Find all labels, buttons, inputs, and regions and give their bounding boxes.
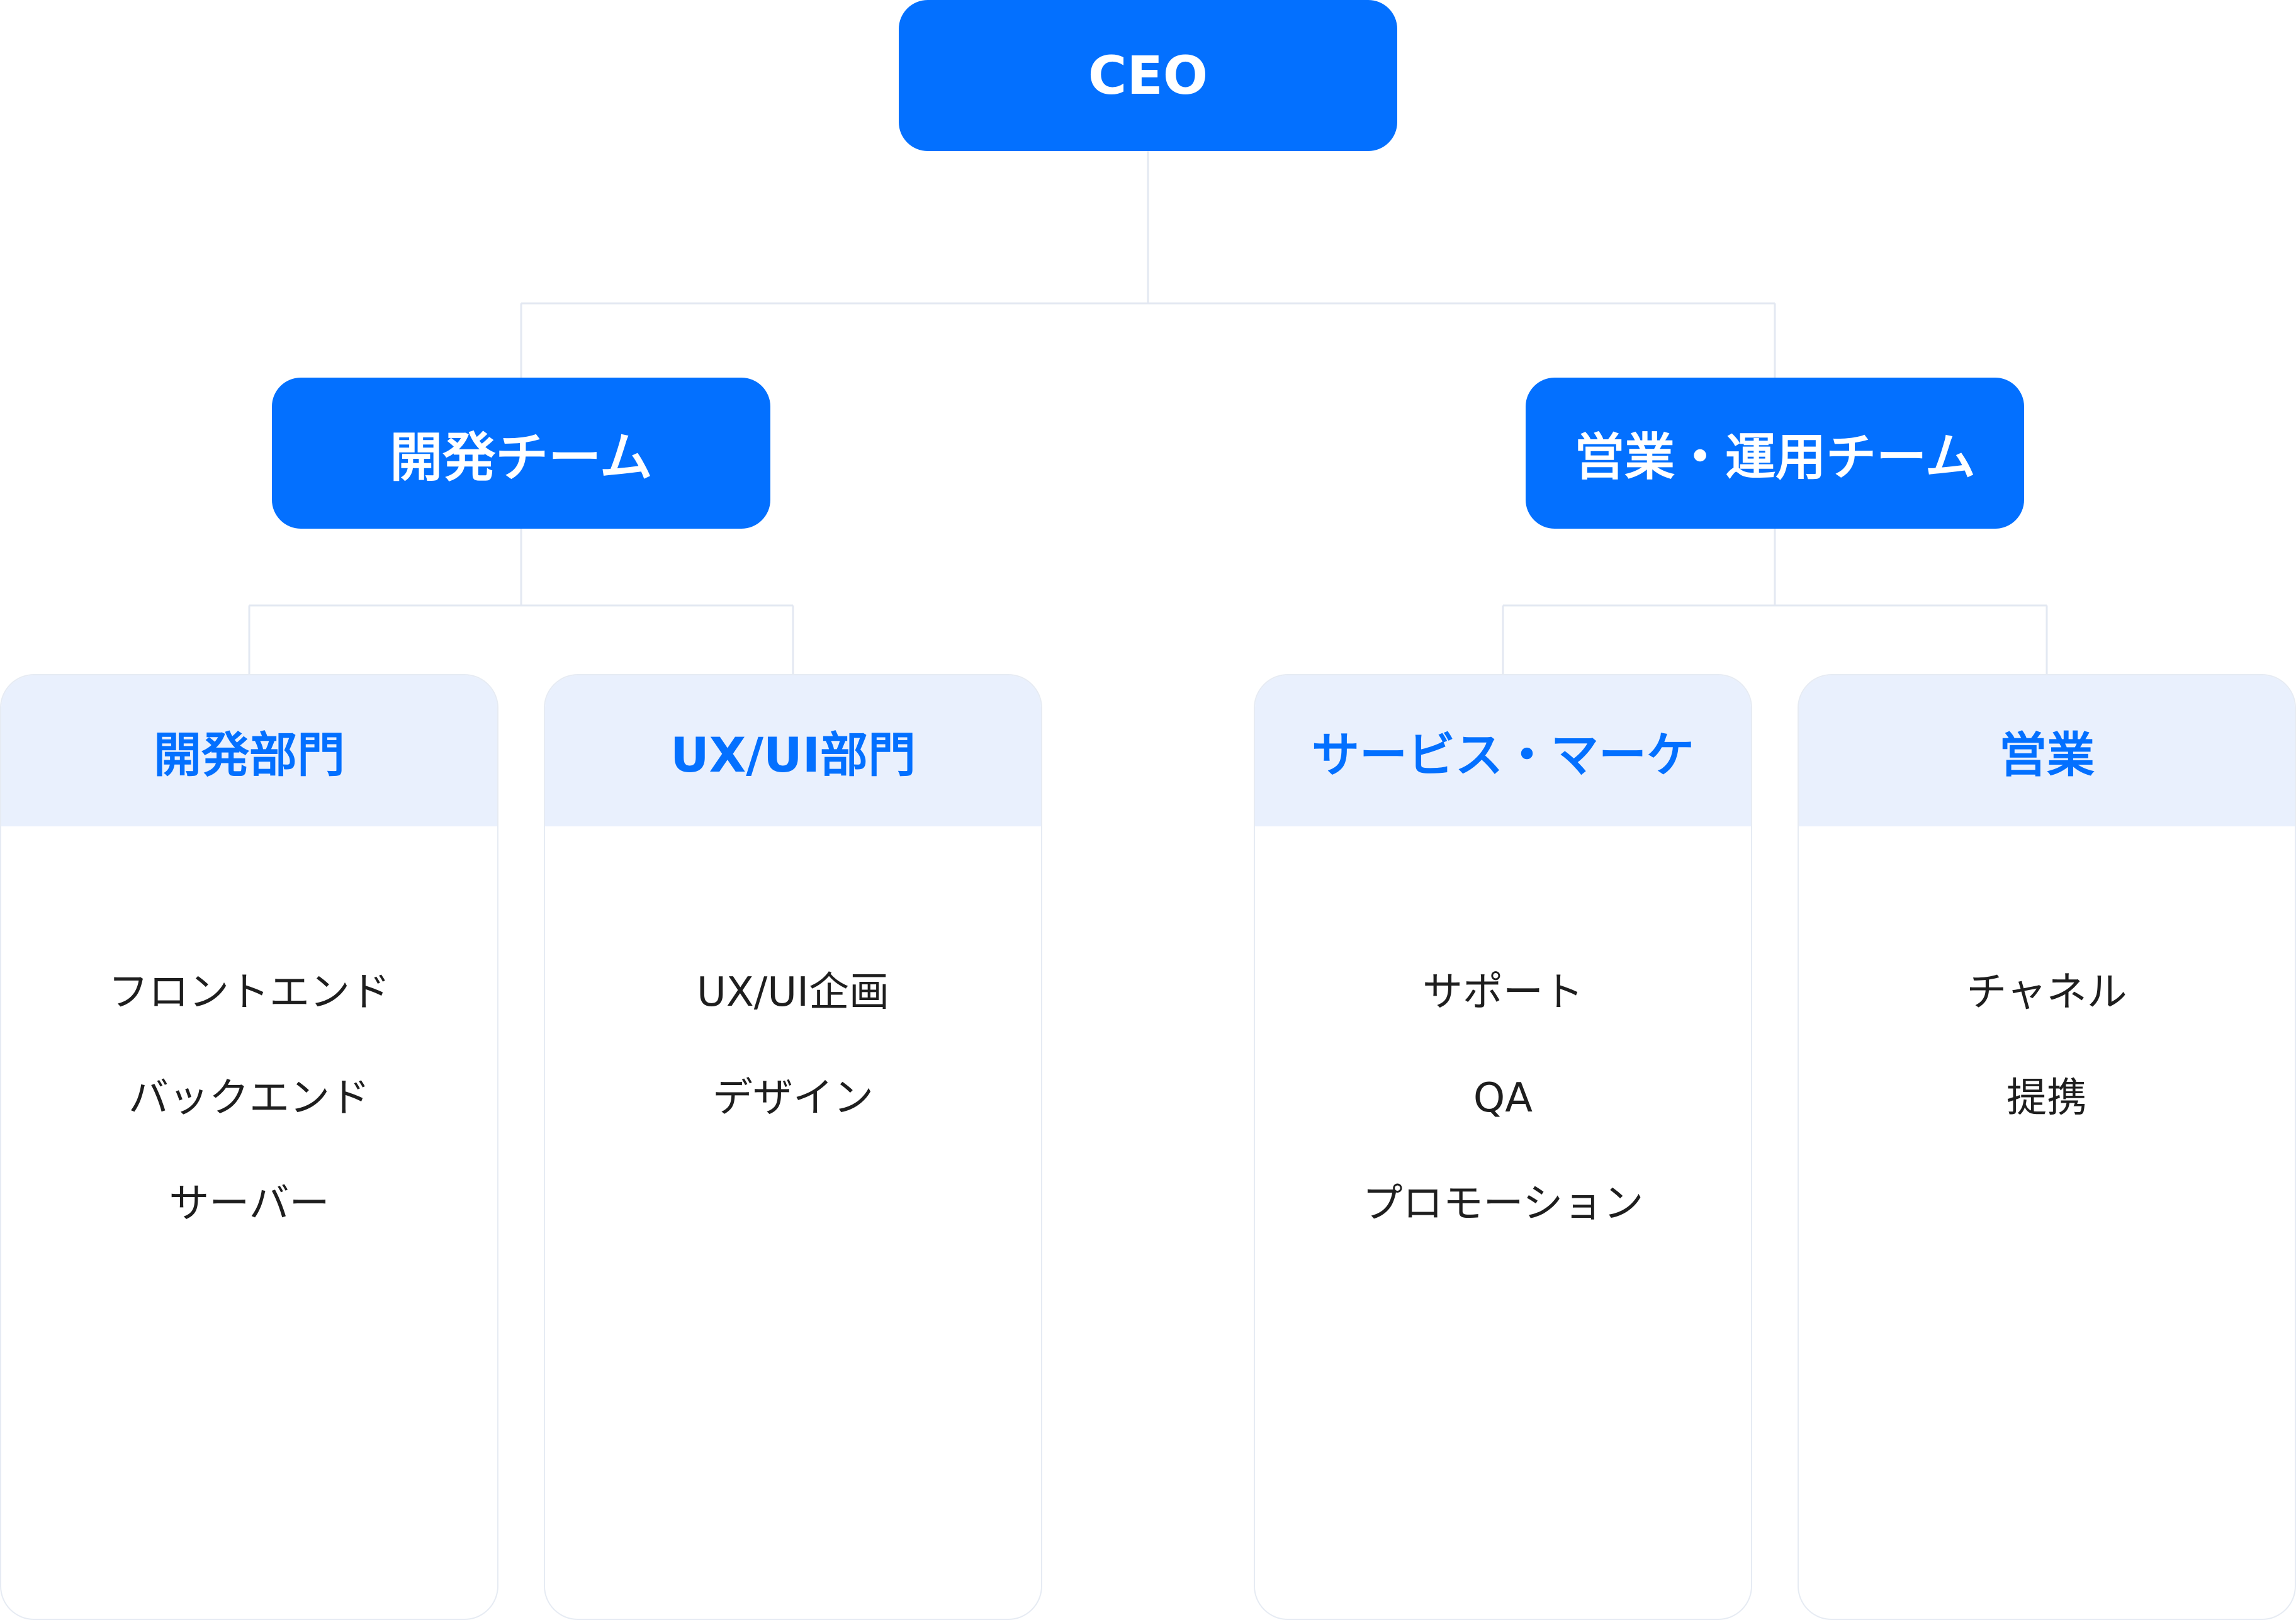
department-item: フロントエンド <box>108 969 390 1016</box>
department-card-header: 営業 <box>1799 675 2295 826</box>
department-item: QA <box>1473 1075 1533 1122</box>
department-item: UX/UI企画 <box>697 969 889 1016</box>
department-item-list: チャネル 提携 <box>1799 826 2295 1151</box>
department-title: 開発部門 <box>154 727 345 783</box>
connector-lines <box>248 151 2048 674</box>
dev-team-label: 開発チーム <box>390 426 653 488</box>
department-card-sales: 営業 チャネル 提携 <box>1798 674 2296 1620</box>
department-title: サービス・マーケ <box>1312 727 1694 783</box>
department-title: 営業 <box>1999 727 2095 783</box>
department-item: バックエンド <box>128 1075 370 1122</box>
department-card-development: 開発部門 フロントエンド バックエンド サーバー <box>0 674 498 1620</box>
department-card-uxui: UX/UI部門 UX/UI企画 デザイン <box>544 674 1042 1620</box>
connector-dev-team-to-departments <box>248 529 794 674</box>
department-title: UX/UI部門 <box>670 727 916 783</box>
ceo-label: CEO <box>1088 45 1208 106</box>
department-item-list: フロントエンド バックエンド サーバー <box>1 826 497 1257</box>
department-item: サーバー <box>169 1181 330 1227</box>
sales-ops-team-node: 営業・運用チーム <box>1526 378 2024 529</box>
department-card-header: サービス・マーケ <box>1255 675 1751 826</box>
sales-ops-team-label: 営業・運用チーム <box>1574 428 1976 487</box>
department-card-header: UX/UI部門 <box>545 675 1041 826</box>
department-card-header: 開発部門 <box>1 675 497 826</box>
connector-ceo-to-teams <box>520 151 1776 378</box>
department-card-service-marketing: サービス・マーケ サポート QA プロモーション <box>1254 674 1752 1620</box>
dev-team-node: 開発チーム <box>272 378 770 529</box>
department-item-list: UX/UI企画 デザイン <box>545 826 1041 1151</box>
department-item: サポート <box>1422 969 1584 1016</box>
ceo-node: CEO <box>899 0 1397 151</box>
connector-ops-team-to-departments <box>1502 529 2048 674</box>
department-item-list: サポート QA プロモーション <box>1255 826 1751 1257</box>
department-item: チャネル <box>1966 969 2127 1016</box>
department-item: プロモーション <box>1362 1181 1644 1227</box>
department-item: デザイン <box>712 1075 874 1122</box>
department-item: 提携 <box>2006 1075 2087 1122</box>
